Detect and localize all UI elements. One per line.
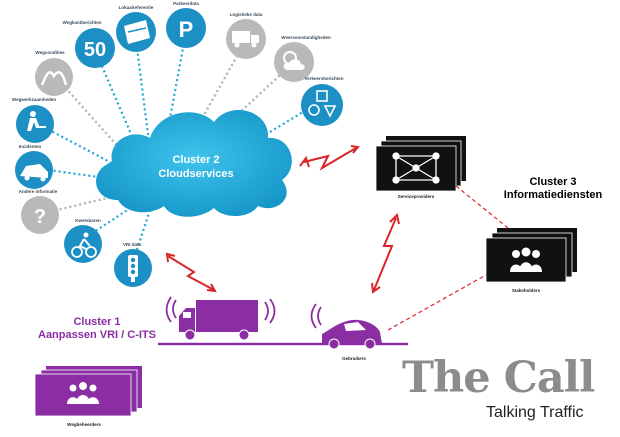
serviceproviders-panels[interactable]: Serviceproviders [375, 136, 466, 199]
vri-data-label: VRI data [123, 242, 142, 247]
wegkantberichten-label: Wegkantberichten [63, 20, 102, 25]
gebruikers-label: Gebruikers [342, 356, 366, 361]
cluster3-subtitle: Informatiediensten [503, 189, 603, 201]
group-icon [510, 247, 542, 272]
speed-map-icon [124, 20, 150, 44]
road-authority-group-icon [67, 382, 99, 404]
truck-icon [232, 31, 259, 48]
dashed-links [387, 185, 509, 331]
roadworks-icon [27, 111, 46, 131]
wegcondities-node[interactable]: Wegcondities [35, 50, 73, 96]
purple-truck[interactable] [179, 300, 258, 341]
verkeersberichten-label: Verkeersberichten [304, 76, 343, 81]
logistieke-data-label: Logistieke data [230, 12, 263, 17]
wegcondities-label: Wegcondities [35, 50, 65, 55]
car-signal-waves [310, 303, 322, 329]
lokaalreferentie-label: Lokaalreferentie [119, 5, 154, 10]
road-condition-icon [40, 71, 68, 86]
incidenten-label: Incidenten [19, 144, 42, 149]
traffic-signs-icon [308, 90, 337, 118]
stakeholders-panels[interactable]: Stakeholders [485, 228, 577, 293]
traffic-light-icon [128, 255, 138, 282]
kwetsbaren-label: Kwetsbaren [75, 218, 101, 223]
wegkantberichten-node[interactable]: 50 Wegkantberichten [63, 20, 115, 68]
speed-limit-icon: 50 [84, 39, 106, 61]
stakeholders-label: Stakeholders [512, 288, 541, 293]
cyclist-icon [71, 232, 97, 258]
cloud-title: Cluster 2 [172, 154, 219, 166]
truck-signal-waves [165, 296, 276, 324]
brand-title: The Call [402, 353, 595, 403]
parkeerdata-label: Parkeerdata [173, 1, 199, 6]
parkeerdata-node[interactable]: P Parkeerdata [166, 1, 206, 48]
verkeersberichten-node[interactable]: Verkeersberichten [301, 76, 344, 126]
weersomstandigheden-node[interactable]: Weersomstandigheden [274, 35, 331, 82]
question-icon: ? [34, 206, 46, 228]
network-icon [392, 152, 440, 184]
incident-icon [20, 164, 48, 182]
lightning-arrows [165, 145, 400, 294]
andere-informatie-node[interactable]: ? Andere informatie [19, 189, 59, 234]
cluster1-subtitle: Aanpassen VRI / C-ITS [38, 329, 156, 341]
kwetsbaren-node[interactable]: Kwetsbaren [64, 218, 102, 263]
logistieke-data-node[interactable]: Logistieke data [226, 12, 266, 59]
cluster1-caption: Cluster 1 Aanpassen VRI / C-ITS [22, 316, 172, 342]
serviceproviders-label: Serviceproviders [398, 194, 435, 199]
brand-subtitle: Talking Traffic [486, 404, 584, 421]
parking-icon: P [179, 17, 194, 42]
wegwerkzaamheden-label: Wegwerkzaamheden [12, 97, 56, 102]
lokaalreferentie-node[interactable]: Lokaalreferentie [116, 5, 156, 52]
andere-informatie-label: Andere informatie [19, 189, 58, 194]
cloudservices-cloud[interactable]: Cluster 2 Cloudservices [96, 110, 292, 217]
weersomstandigheden-label: Weersomstandigheden [281, 35, 331, 40]
cluster3-title: Cluster 3 [529, 176, 577, 188]
wegbeheerders-panels[interactable]: Wegbeheerders [34, 366, 142, 427]
cluster1-title: Cluster 1 [73, 316, 121, 328]
vri-data-node[interactable]: VRI data [114, 242, 152, 287]
wegwerkzaamheden-node[interactable]: Wegwerkzaamheden [12, 97, 56, 143]
wegbeheerders-label: Wegbeheerders [67, 422, 101, 427]
cloud-subtitle: Cloudservices [158, 168, 233, 180]
incidenten-node[interactable]: Incidenten [15, 144, 53, 189]
weather-icon [283, 51, 305, 70]
purple-car[interactable]: Gebruikers [322, 319, 382, 361]
cluster3-caption: Cluster 3 Informatiediensten [498, 176, 608, 202]
